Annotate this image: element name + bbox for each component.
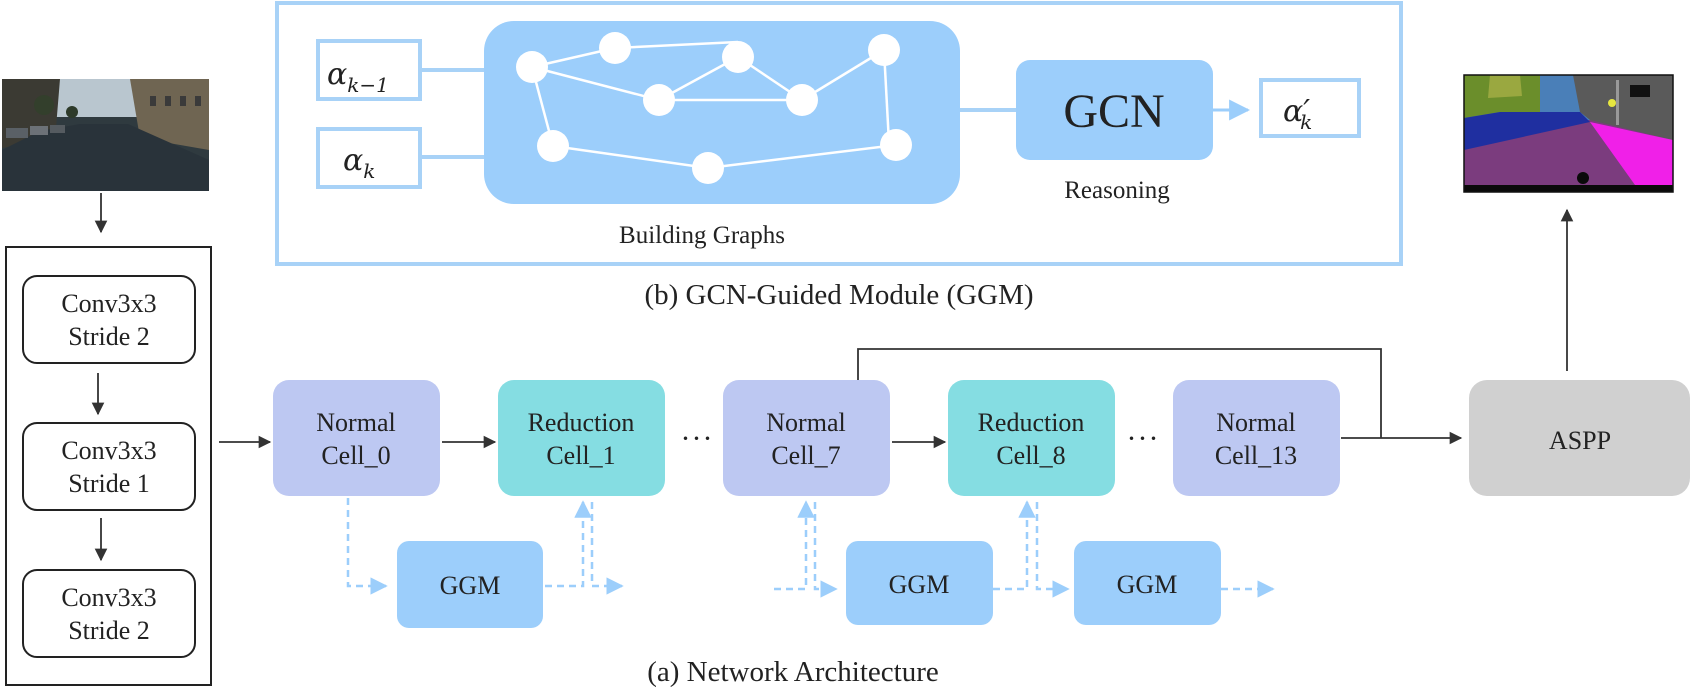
skip-connection-line: [857, 348, 1382, 438]
building-graphs-label: Building Graphs: [619, 222, 785, 249]
alpha-curr-symbol: α: [343, 143, 363, 178]
stem-block-0: Conv3x3 Stride 2: [22, 275, 196, 364]
cell-line2: Cell_8: [996, 441, 1065, 470]
stem-block-line2: Stride 1: [68, 469, 150, 498]
cell-line1: Reduction: [528, 408, 635, 437]
svg-text:αk−1: αk−1: [327, 57, 389, 97]
ellipsis-1: ···: [681, 422, 714, 455]
ggm-box-2: GGM: [1074, 541, 1221, 625]
aspp-box: ASPP: [1469, 380, 1690, 496]
cell-line1: Reduction: [978, 408, 1085, 437]
cell-normal-0: Normal Cell_0: [273, 380, 440, 496]
graph-nodes: [516, 32, 912, 184]
cell-reduction-8: Reduction Cell_8: [948, 380, 1115, 496]
cell-line1: Normal: [1216, 408, 1295, 437]
ggm-module-caption: (b) GCN-Guided Module (GGM): [644, 279, 1033, 311]
ggm-box-1: GGM: [846, 541, 993, 625]
network-architecture-caption: (a) Network Architecture: [647, 656, 938, 688]
gcn-label: GCN: [1063, 85, 1164, 138]
cell-line1: Normal: [766, 408, 845, 437]
svg-text:α′k: α′k: [1283, 94, 1312, 134]
alpha-curr-box: αk: [316, 127, 422, 189]
stem-block-line2: Stride 2: [68, 322, 150, 351]
alpha-prev-subscript: k−1: [347, 73, 389, 97]
cell-line2: Cell_13: [1215, 441, 1297, 470]
stem-block-line2: Stride 2: [68, 616, 150, 645]
cell-line2: Cell_7: [771, 441, 840, 470]
ggm-box-0: GGM: [397, 541, 543, 628]
alpha-prev-symbol: α: [327, 57, 347, 92]
alpha-prev-box: αk−1: [316, 39, 422, 101]
stem-panel: Conv3x3 Stride 2 Conv3x3 Stride 1 Conv3x…: [5, 246, 212, 686]
cell-line2: Cell_1: [546, 441, 615, 470]
ellipsis-2: ···: [1127, 422, 1160, 455]
alpha-out-prime: ′: [1303, 94, 1310, 129]
cell-line2: Cell_0: [321, 441, 390, 470]
cell-normal-7: Normal Cell_7: [723, 380, 890, 496]
svg-text:αk: αk: [343, 143, 375, 183]
stem-block-line1: Conv3x3: [61, 436, 156, 465]
alpha-out-subscript: k: [1300, 110, 1312, 134]
stem-block-line1: Conv3x3: [61, 289, 156, 318]
alpha-out-box: α′k: [1259, 78, 1361, 138]
output-segmentation-map: [1463, 74, 1674, 193]
input-street-photo: [2, 79, 209, 191]
ggm-label: GGM: [1117, 570, 1178, 599]
aspp-label: ASPP: [1549, 426, 1611, 455]
stem-block-line1: Conv3x3: [61, 583, 156, 612]
alpha-curr-subscript: k: [363, 159, 375, 183]
cell-reduction-1: Reduction Cell_1: [498, 380, 665, 496]
stem-block-2: Conv3x3 Stride 2: [22, 569, 196, 658]
alpha-out-symbol: α: [1283, 94, 1303, 129]
ggm-label: GGM: [440, 571, 501, 600]
stem-block-1: Conv3x3 Stride 1: [22, 422, 196, 511]
cell-line1: Normal: [316, 408, 395, 437]
ggm-label: GGM: [889, 570, 950, 599]
ggm-module-panel: αk−1 αk: [275, 1, 1403, 266]
ggm-dashed-connections: [346, 498, 1275, 598]
gcn-box: GCN: [1016, 60, 1213, 160]
cell-normal-13: Normal Cell_13: [1173, 380, 1340, 496]
graph-box: [484, 21, 960, 204]
reasoning-label: Reasoning: [1064, 177, 1170, 204]
